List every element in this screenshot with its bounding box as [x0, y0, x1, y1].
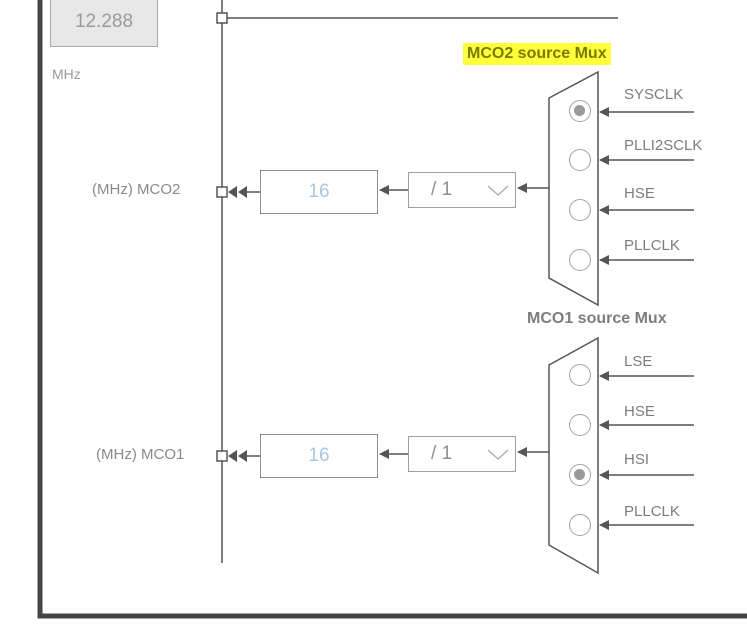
mco2-source-plli2sclk-radio[interactable] [569, 149, 591, 171]
mco1-frequency-value: 16 [308, 445, 330, 466]
top-junction [216, 12, 228, 24]
mco1-source-lse-label: LSE [624, 353, 653, 370]
mco1-source-pllclk-radio[interactable] [569, 514, 591, 536]
top-frequency-value: 12.288 [74, 11, 134, 32]
mco1-source-pllclk-label: PLLCLK [624, 503, 680, 520]
mco2-double-arrow [228, 186, 247, 198]
mco2-mux-shape [548, 70, 599, 307]
mco1-source-hsi-label: HSI [624, 451, 650, 468]
mco2-source-pllclk-label: PLLCLK [624, 237, 680, 254]
mco1-junction [216, 450, 228, 462]
mco2-output-label: (MHz) MCO2 [92, 181, 181, 198]
mco1-frequency-field[interactable]: 16 [260, 434, 378, 478]
mco1-mux-shape [548, 336, 599, 575]
mco1-prescaler-select[interactable]: / 1 [408, 436, 516, 472]
top-frequency-unit: MHz [52, 66, 81, 82]
mco2-mux-title: MCO2 source Mux [463, 43, 611, 65]
mco2-junction [216, 186, 228, 198]
mco1-source-hse-label: HSE [624, 403, 655, 420]
mco2-frequency-field[interactable]: 16 [260, 170, 378, 214]
chevron-down-icon [487, 185, 509, 197]
mco1-double-arrow [228, 450, 247, 462]
mco1-source-lse-radio[interactable] [569, 364, 591, 386]
mco1-source-hse-radio[interactable] [569, 414, 591, 436]
mco2-source-hse-radio[interactable] [569, 199, 591, 221]
top-frequency-field[interactable]: 12.288 [50, 0, 158, 47]
mco2-source-sysclk-radio[interactable] [569, 100, 591, 122]
mco2-source-plli2sclk-label: PLLI2SCLK [624, 137, 703, 154]
mco1-mux-title: MCO1 source Mux [527, 310, 667, 327]
mco1-output-label: (MHz) MCO1 [96, 446, 185, 463]
mco2-source-sysclk-label: SYSCLK [624, 86, 684, 103]
mco1-source-hsi-radio[interactable] [569, 464, 591, 486]
mco1-prescaler-value: / 1 [431, 443, 453, 464]
frame-border [37, 0, 747, 619]
mco2-source-pllclk-radio[interactable] [569, 249, 591, 271]
chevron-down-icon [487, 449, 509, 461]
mco2-prescaler-value: / 1 [431, 179, 453, 200]
mco2-prescaler-select[interactable]: / 1 [408, 172, 516, 208]
mco2-frequency-value: 16 [308, 181, 330, 202]
mco2-source-hse-label: HSE [624, 185, 655, 202]
